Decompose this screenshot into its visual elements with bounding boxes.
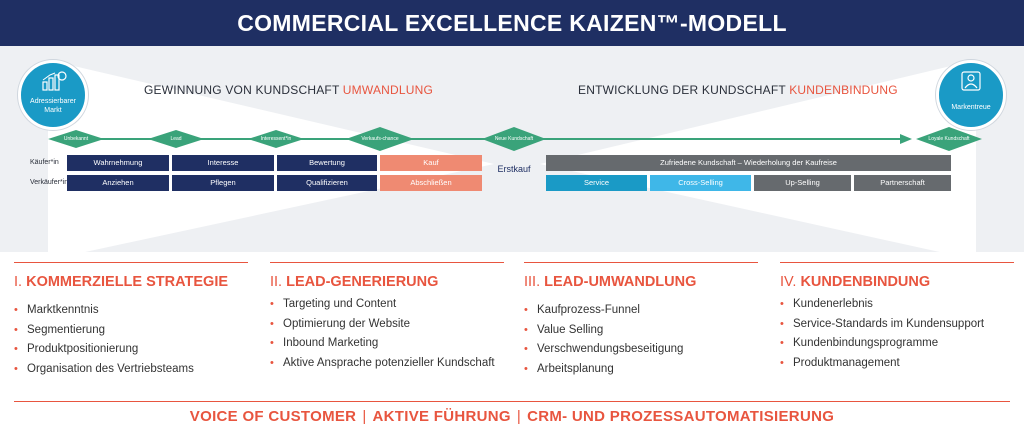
section-list: Kundenerlebnis Service-Standards im Kund… [780,298,1016,370]
section-rule [270,262,504,263]
list-item: Optimierung der Website [270,318,506,332]
buyer-row-label: Käufer*in [30,159,59,166]
list-item: Kaufprozess-Funnel [524,304,760,318]
footer-separator: | [362,408,367,425]
milestone-diamond-unbekannt [48,130,104,148]
milestone-diamond-lead [148,130,204,148]
milestone-label-verkaufschance: Verkaufs-chance [361,136,399,142]
list-item: Kundenerlebnis [780,298,1016,312]
funnel-graphic [48,60,982,252]
section-list: Targeting und Content Optimierung der We… [270,298,506,370]
page-title: COMMERCIAL EXCELLENCE KAIZEN™-MODELL [0,0,1024,46]
milestone-label-lead: Lead [170,136,182,142]
footer-rule [14,401,1010,402]
footer-voice-of-customer: VOICE OF CUSTOMER [189,408,357,425]
addressable-market-label: Adressierbarer Markt [21,97,85,115]
list-item: Segmentierung [14,324,250,338]
seller-stage-qualifizieren: Qualifizieren [277,175,377,191]
section-title: II. LEAD-GENERIERUNG [270,274,506,290]
acquisition-heading-highlight: UMWANDLUNG [342,83,434,97]
seller-row-label: Verkäufer*in [30,179,69,186]
footer-banner: VOICE OF CUSTOMER | AKTIVE FÜHRUNG | CRM- UN… [0,408,1024,425]
first-purchase-label: Erstkauf [497,164,531,174]
list-item: Organisation des Vertriebsteams [14,363,250,377]
list-item: Marktkenntnis [14,304,250,318]
seller-stage-abschliessen: Abschließen [380,175,482,191]
list-item: Produktpositionierung [14,343,250,357]
milestone-label-unbekannt: Unbekannt [63,136,89,142]
list-item: Targeting und Content [270,298,506,312]
retention-stage-up-selling: Up-Selling [754,175,851,191]
journey-arrowhead [900,134,912,144]
section-kommerzielle-strategie: I. KOMMERZIELLE STRATEGIE Marktkenntnis … [14,262,250,382]
list-item: Kundenbindungsprogramme [780,337,1016,351]
seller-stage-anziehen: Anziehen [67,175,169,191]
section-lead-umwandlung: III. LEAD-UMWANDLUNG Kaufprozess-Funnel … [524,262,760,382]
section-title-text: LEAD-GENERIERUNG [286,274,439,290]
section-list: Marktkenntnis Segmentierung Produktposit… [14,304,250,376]
footer-separator: | [516,408,522,425]
milestone-label-interessent: Interessent*in [260,136,292,142]
milestone-label-neue-kundschaft: Neue Kundschaft [494,136,534,142]
section-title-text: LEAD-UMWANDLUNG [544,274,697,290]
footer-crm-automation: CRM- UND PROZESSAUTOMATISIERUNG [527,408,835,425]
section-number: III. [524,274,545,290]
section-number: IV. [780,274,801,290]
retention-heading-highlight: KUNDENBINDUNG [789,83,898,97]
acquisition-heading: GEWINNUNG VON KUNDSCHAFT UMWANDLUNG [144,83,433,97]
section-kundenbindung: IV. KUNDENBINDUNG Kundenerlebnis Service… [780,262,1016,376]
section-rule [14,262,248,263]
list-item: Produktmanagement [780,357,1016,371]
list-item: Service-Standards im Kundensupport [780,318,1016,332]
chart-coins-icon [42,71,67,91]
buyer-stage-bewertung: Bewertung [277,155,377,171]
buyer-stage-wahrnehmung: Wahrnehmung [67,155,169,171]
retention-stage-cross-selling: Cross-Selling [650,175,751,191]
addressable-market-label-line2: Markt [44,107,62,114]
list-item: Inbound Marketing [270,337,506,351]
milestone-diamond-verkaufschance [346,127,414,151]
section-number: I. [14,274,27,290]
milestone-label-loyale-kundschaft: Loyale Kundschaft [928,136,970,142]
list-item: Aktive Ansprache potenzieller Kundschaft [270,357,506,371]
retention-heading: ENTWICKLUNG DER KUNDSCHAFT KUNDENBINDUNG [578,83,898,97]
section-number: II. [270,274,287,290]
brand-loyalty-label: Markentreue [951,104,991,111]
retention-heading-text: ENTWICKLUNG DER KUNDSCHAFT [578,83,790,97]
section-rule [524,262,758,263]
addressable-market-label-line1: Adressierbarer [30,98,76,105]
retention-stage-partnerschaft: Partnerschaft [854,175,951,191]
footer-aktive-fuehrung: AKTIVE FÜHRUNG [372,408,511,425]
section-rule [780,262,1014,263]
repeat-purchase-bar: Zufriedene Kundschaft – Wiederholung der… [546,155,951,171]
milestone-diamond-interessent [248,130,304,148]
section-title: IV. KUNDENBINDUNG [780,274,1016,290]
list-item: Verschwendungsbeseitigung [524,343,760,357]
retention-stage-service: Service [546,175,647,191]
buyer-stage-kauf: Kauf [380,155,482,171]
brand-loyalty-circle: Markentreue [936,60,1006,130]
section-title-text: KOMMERZIELLE STRATEGIE [26,274,229,290]
milestone-diamond-neue-kundschaft [482,127,546,151]
section-list: Kaufprozess-Funnel Value Selling Verschw… [524,304,760,376]
badge-person-icon [961,71,981,91]
acquisition-heading-text: GEWINNUNG VON KUNDSCHAFT [144,83,343,97]
section-title-text: KUNDENBINDUNG [800,274,931,290]
list-item: Value Selling [524,324,760,338]
list-item: Arbeitsplanung [524,363,760,377]
section-title: I. KOMMERZIELLE STRATEGIE [14,274,250,290]
buyer-stage-interesse: Interesse [172,155,274,171]
milestone-diamond-loyale-kundschaft [916,127,982,151]
section-lead-generierung: II. LEAD-GENERIERUNG Targeting und Conte… [270,262,506,376]
addressable-market-circle: Adressierbarer Markt [18,60,88,130]
seller-stage-pflegen: Pflegen [172,175,274,191]
section-title: III. LEAD-UMWANDLUNG [524,274,760,290]
